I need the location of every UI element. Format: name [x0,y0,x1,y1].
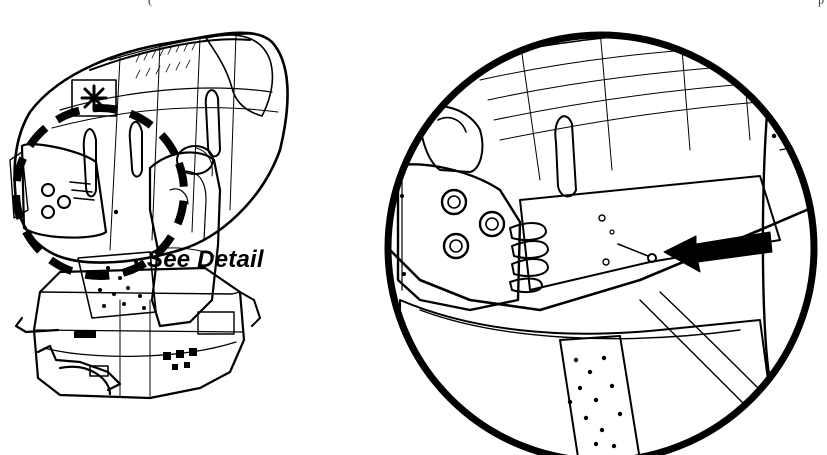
screw-location-arrow [663,231,773,273]
fixture-overview [9,31,289,400]
detail-callout-circle [12,104,188,280]
fixture-head [13,31,289,264]
base-handles [14,291,261,396]
cooling-fins [509,222,549,294]
xlr-connectors [440,188,506,260]
fixture-base [32,266,246,400]
detail-view [384,31,818,455]
fixture-front-panel [9,143,119,239]
top-cropped-text: ( p [0,0,827,8]
top-cropped-text-right: p [818,0,824,7]
detail-magnifier-outline [384,31,818,455]
see-detail-label: See Detail [147,246,264,273]
top-cropped-text-left: ( [148,0,152,7]
